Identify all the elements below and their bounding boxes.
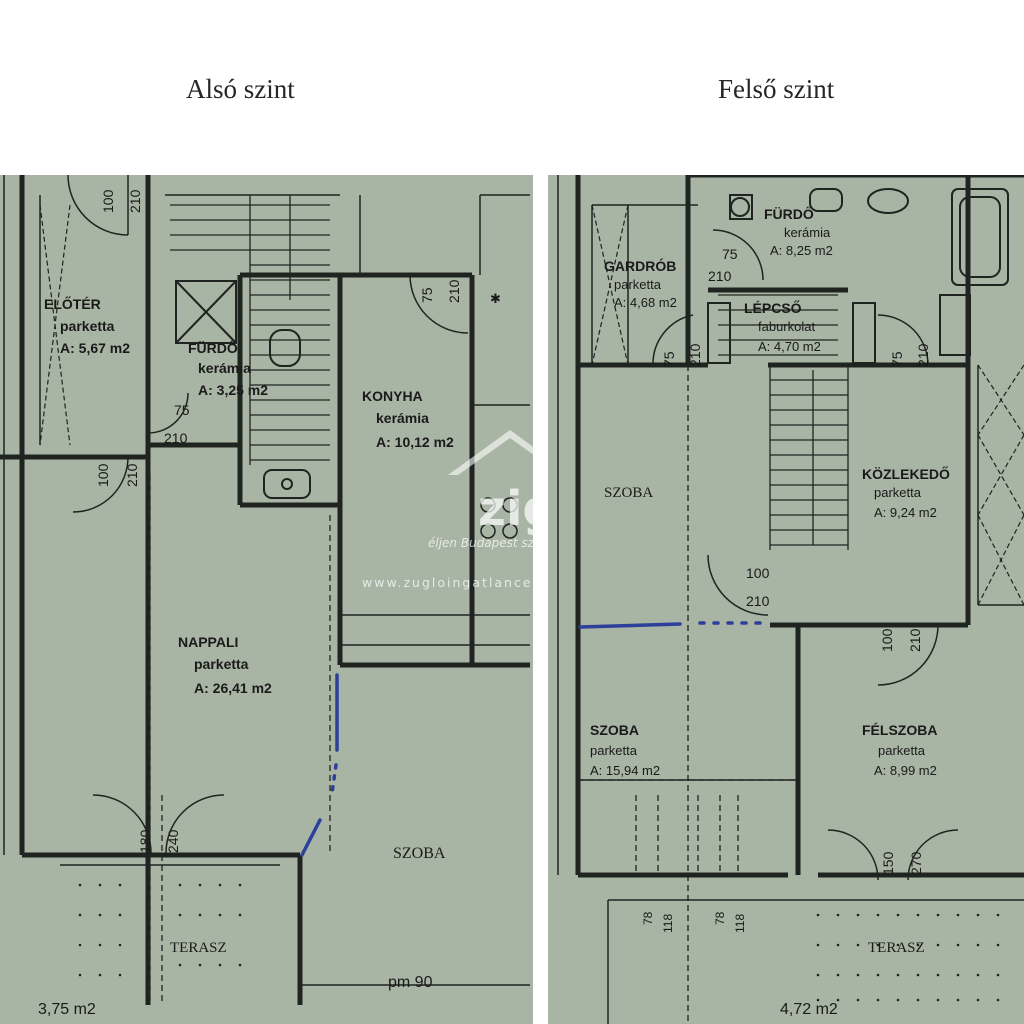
dim-100-top: 100 (100, 189, 116, 213)
watermark-logo: zig éljen Budapest szívében www.zugloing… (362, 430, 533, 590)
dim-210-a: 210 (708, 268, 732, 284)
room-furdo: FÜRDŐ kerámia A: 3,25 m2 (188, 339, 268, 398)
room-name: SZOBA (590, 722, 639, 738)
dim-210-c: 210 (915, 343, 931, 367)
room-area: A: 10,12 m2 (376, 434, 454, 450)
room-eloter: ELŐTÉR parketta A: 5,67 m2 (44, 295, 130, 356)
dim-75-c: 75 (889, 351, 905, 367)
room-szoba-lower: SZOBA (393, 845, 446, 862)
terasz-area-upper: 4,72 m2 (780, 1001, 838, 1018)
room-area: A: 5,67 m2 (60, 340, 130, 356)
dim-75-konyha: 75 (419, 287, 435, 303)
dim-210-door: 210 (746, 593, 770, 609)
room-area: A: 15,94 m2 (590, 763, 660, 778)
dim-118-a: 118 (661, 914, 675, 933)
room-kozlekedo: KÖZLEKEDŐ parketta A: 9,24 m2 (862, 465, 950, 520)
watermark-slogan: éljen Budapest szívében (428, 536, 533, 550)
room-floor: parketta (614, 277, 662, 292)
dim-210-eloter: 210 (124, 463, 140, 487)
room-terasz-lower: TERASZ (170, 940, 227, 956)
room-terasz-upper: TERASZ (868, 940, 925, 956)
watermark-url: www.zugloingatlancentrum.hu (362, 575, 533, 590)
dim-78-a: 78 (641, 911, 655, 925)
terasz-area-lower: 3,75 m2 (38, 1001, 96, 1018)
watermark-logo-text: zig (478, 481, 533, 537)
dim-240: 240 (165, 829, 181, 853)
room-name: KÖZLEKEDŐ (862, 465, 950, 482)
room-area: A: 3,25 m2 (198, 382, 268, 398)
dim-270: 270 (908, 851, 924, 875)
kitchen-fan-icon: ✱ (490, 291, 501, 306)
room-area: A: 4,68 m2 (614, 295, 677, 310)
room-name: ELŐTÉR (44, 295, 101, 312)
room-floor: kerámia (376, 410, 429, 426)
room-floor: parketta (60, 318, 115, 334)
room-nappali: NAPPALI parketta A: 26,41 m2 (178, 634, 272, 696)
lower-floor-title: Alsó szint (186, 74, 295, 104)
pm-elevation: pm 90 (388, 974, 433, 991)
room-name: FÜRDŐ (764, 205, 814, 222)
room-area: A: 8,25 m2 (770, 243, 833, 258)
room-name: FÜRDŐ (188, 339, 238, 356)
dim-75-furdo: 75 (174, 402, 190, 418)
dim-210-konyha: 210 (446, 279, 462, 303)
room-szoba-upper: SZOBA parketta A: 15,94 m2 (590, 722, 660, 778)
room-area: A: 9,24 m2 (874, 505, 937, 520)
upper-floor-plan: GARDRÓB parketta A: 4,68 m2 FÜRDŐ kerámi… (548, 175, 1024, 1024)
room-area: A: 4,70 m2 (758, 339, 821, 354)
room-area: A: 26,41 m2 (194, 680, 272, 696)
dim-210-furdo: 210 (164, 430, 188, 446)
dim-210-top: 210 (127, 189, 143, 213)
room-lepcso: LÉPCSŐ faburkolat A: 4,70 m2 (744, 299, 821, 354)
room-floor: kerámia (198, 360, 251, 376)
dim-100-eloter: 100 (95, 463, 111, 487)
room-floor: parketta (194, 656, 249, 672)
dim-75-a: 75 (722, 246, 738, 262)
dim-210-fel: 210 (907, 628, 923, 652)
room-konyha: KONYHA kerámia A: 10,12 m2 (362, 388, 454, 450)
dim-180: 180 (137, 829, 153, 853)
room-floor: parketta (874, 485, 922, 500)
room-gardrob: GARDRÓB parketta A: 4,68 m2 (604, 257, 677, 310)
room-area: A: 8,99 m2 (874, 763, 937, 778)
upper-floor-title: Felső szint (718, 74, 835, 104)
room-name: KONYHA (362, 388, 423, 404)
dim-150: 150 (880, 851, 896, 875)
dim-210-b: 210 (687, 343, 703, 367)
dim-78-b: 78 (713, 911, 727, 925)
room-name: FÉLSZOBA (862, 722, 937, 738)
room-name: LÉPCSŐ (744, 299, 802, 316)
lower-floor-plan: ✱ ELŐTÉR parketta A: 5,67 m2 FÜRDŐ kerám… (0, 175, 533, 1024)
dim-118-b: 118 (733, 914, 747, 933)
room-floor: parketta (878, 743, 926, 758)
dim-75-b: 75 (661, 351, 677, 367)
room-name: GARDRÓB (604, 257, 676, 274)
room-furdo-upper: FÜRDŐ kerámia A: 8,25 m2 (764, 205, 833, 258)
room-felszoba: FÉLSZOBA parketta A: 8,99 m2 (862, 722, 937, 778)
dim-100-fel: 100 (879, 628, 895, 652)
dim-100-door: 100 (746, 565, 770, 581)
room-szoba-top: SZOBA (604, 485, 653, 501)
room-floor: kerámia (784, 225, 831, 240)
room-name: NAPPALI (178, 634, 238, 650)
room-floor: parketta (590, 743, 638, 758)
room-floor: faburkolat (758, 319, 815, 334)
